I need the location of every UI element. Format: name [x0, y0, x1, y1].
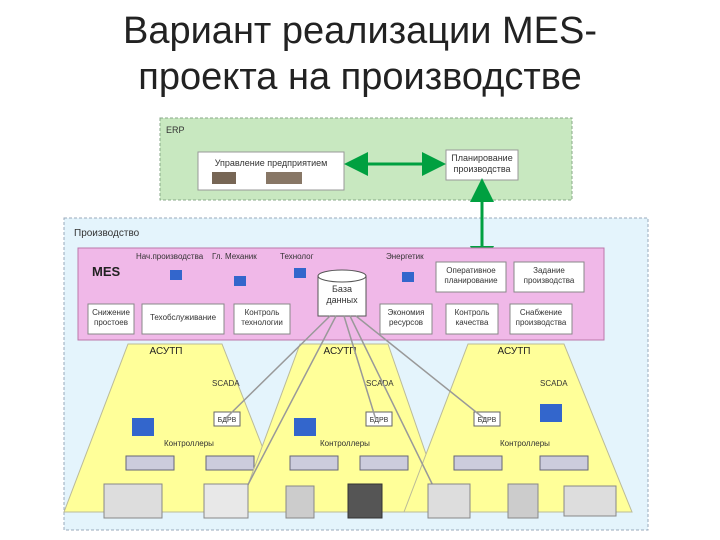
slide-title-line2: проекта на производстве	[138, 56, 582, 98]
erp-plan-label: Планирование производства	[451, 153, 513, 174]
mes-box-quality: Контроль качества	[454, 308, 490, 327]
mes-box-plan: Оперативное планирование	[444, 266, 498, 285]
mes-box-service: Техобслуживание	[149, 313, 217, 322]
mes-role-energ: Энергетик	[386, 252, 424, 261]
asutp-3-controllers: Контроллеры	[500, 439, 550, 448]
erp-mgmt-label: Управление предприятием	[215, 158, 328, 168]
asutp-2-controllers: Контроллеры	[320, 439, 370, 448]
server-icon	[132, 418, 154, 436]
mes-box-prod: Снабжение производства	[515, 308, 567, 327]
plc-icon	[359, 455, 409, 471]
machine-icon	[203, 483, 249, 519]
erp-panel: ERP Управление предприятием Планирование…	[159, 117, 573, 201]
mes-label: MES	[92, 264, 121, 279]
erp-label: ERP	[166, 125, 185, 135]
machine-icon	[507, 483, 539, 519]
mes-box-techctl: Контроль технологии	[241, 308, 283, 327]
plc-icon	[289, 455, 339, 471]
equipment-row	[103, 483, 617, 519]
asutp-3-bdrv: БДРВ	[478, 417, 497, 424]
production-label: Производство	[74, 228, 140, 239]
plc-icon	[453, 455, 503, 471]
slide-title: Вариант реализации MES- проекта на произ…	[0, 8, 720, 100]
machine-icon	[427, 483, 471, 519]
asutp-2-scada: SCADA	[366, 379, 394, 388]
plc-icon	[125, 455, 175, 471]
mes-panel: MES Нач.производства Гл. Механик Техноло…	[77, 247, 605, 341]
mes-role-nach: Нач.производства	[136, 252, 204, 261]
machine-icon	[285, 485, 315, 519]
asutp-1: АСУТП SCADA БДРВ Контроллеры	[63, 343, 289, 513]
asutp-1-bdrv: БДРВ	[218, 417, 237, 424]
asutp-3-scada: SCADA	[540, 379, 568, 388]
slide-title-line1: Вариант реализации MES-	[122, 10, 598, 52]
asutp-2: АСУТП SCADA БДРВ Контроллеры	[237, 343, 447, 513]
erp-plan-box	[445, 149, 519, 181]
server-icon	[540, 404, 562, 422]
asutp-1-scada: SCADA	[212, 379, 240, 388]
asutp-2-bdrv: БДРВ	[370, 417, 389, 424]
plc-icon	[539, 455, 589, 471]
mes-role-tech: Технолог	[280, 252, 314, 261]
mes-db-label: База данных	[326, 284, 358, 305]
machine-icon	[563, 485, 617, 517]
mes-box-downtime: Снижение простоев	[92, 308, 130, 327]
plc-icon	[205, 455, 255, 471]
people-icon	[212, 172, 302, 184]
mes-box-energy: Экономия ресурсов	[387, 308, 425, 327]
asutp-1-label: АСУТП	[150, 346, 183, 357]
mes-role-glmech: Гл. Механик	[212, 252, 257, 261]
asutp-3: АСУТП SCADA БДРВ Контроллеры	[403, 343, 633, 513]
asutp-3-label: АСУТП	[498, 346, 531, 357]
server-icon	[294, 418, 316, 436]
database-icon	[317, 269, 367, 317]
machine-icon	[347, 483, 383, 519]
db-links	[223, 315, 487, 501]
computer-icon	[170, 268, 414, 286]
asutp-2-label: АСУТП	[324, 346, 357, 357]
asutp-1-controllers: Контроллеры	[164, 439, 214, 448]
mes-box-status: Задание производства	[523, 266, 575, 285]
machine-icon	[103, 483, 163, 519]
